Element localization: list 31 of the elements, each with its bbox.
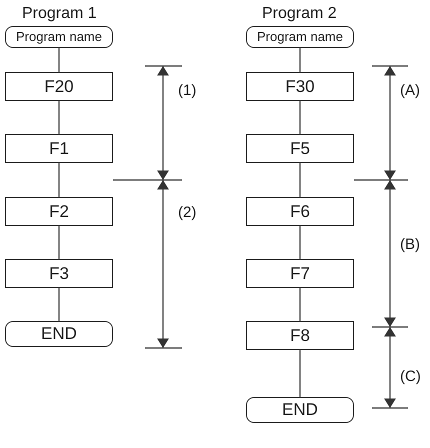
step-box: F20: [5, 72, 113, 101]
connector-line: [299, 48, 301, 72]
connector-line: [299, 288, 301, 321]
column-title: Program 1: [22, 4, 97, 24]
range-label: (1): [178, 81, 196, 101]
connector-line: [299, 226, 301, 259]
step-box: F7: [246, 259, 354, 288]
step-box: F5: [246, 134, 354, 163]
connector-line: [299, 350, 301, 397]
step-box: F3: [5, 259, 113, 288]
terminal-box: Program name: [246, 26, 354, 48]
step-box: F2: [5, 197, 113, 226]
terminal-box: Program name: [5, 26, 113, 48]
connector-line: [299, 101, 301, 134]
connector-line: [58, 48, 60, 72]
column-title: Program 2: [262, 4, 337, 24]
connector-line: [58, 163, 60, 197]
connector-line: [58, 101, 60, 134]
step-box: F1: [5, 134, 113, 163]
range-label: (B): [400, 235, 420, 255]
connector-line: [58, 226, 60, 259]
step-box: F6: [246, 197, 354, 226]
range-label: (2): [178, 203, 196, 223]
step-box: F30: [246, 72, 354, 101]
terminal-box: END: [5, 321, 113, 347]
terminal-box: END: [246, 397, 354, 423]
range-label: (C): [400, 367, 421, 387]
connector-line: [58, 288, 60, 321]
range-label: (A): [400, 81, 420, 101]
step-box: F8: [246, 321, 354, 350]
connector-line: [299, 163, 301, 197]
